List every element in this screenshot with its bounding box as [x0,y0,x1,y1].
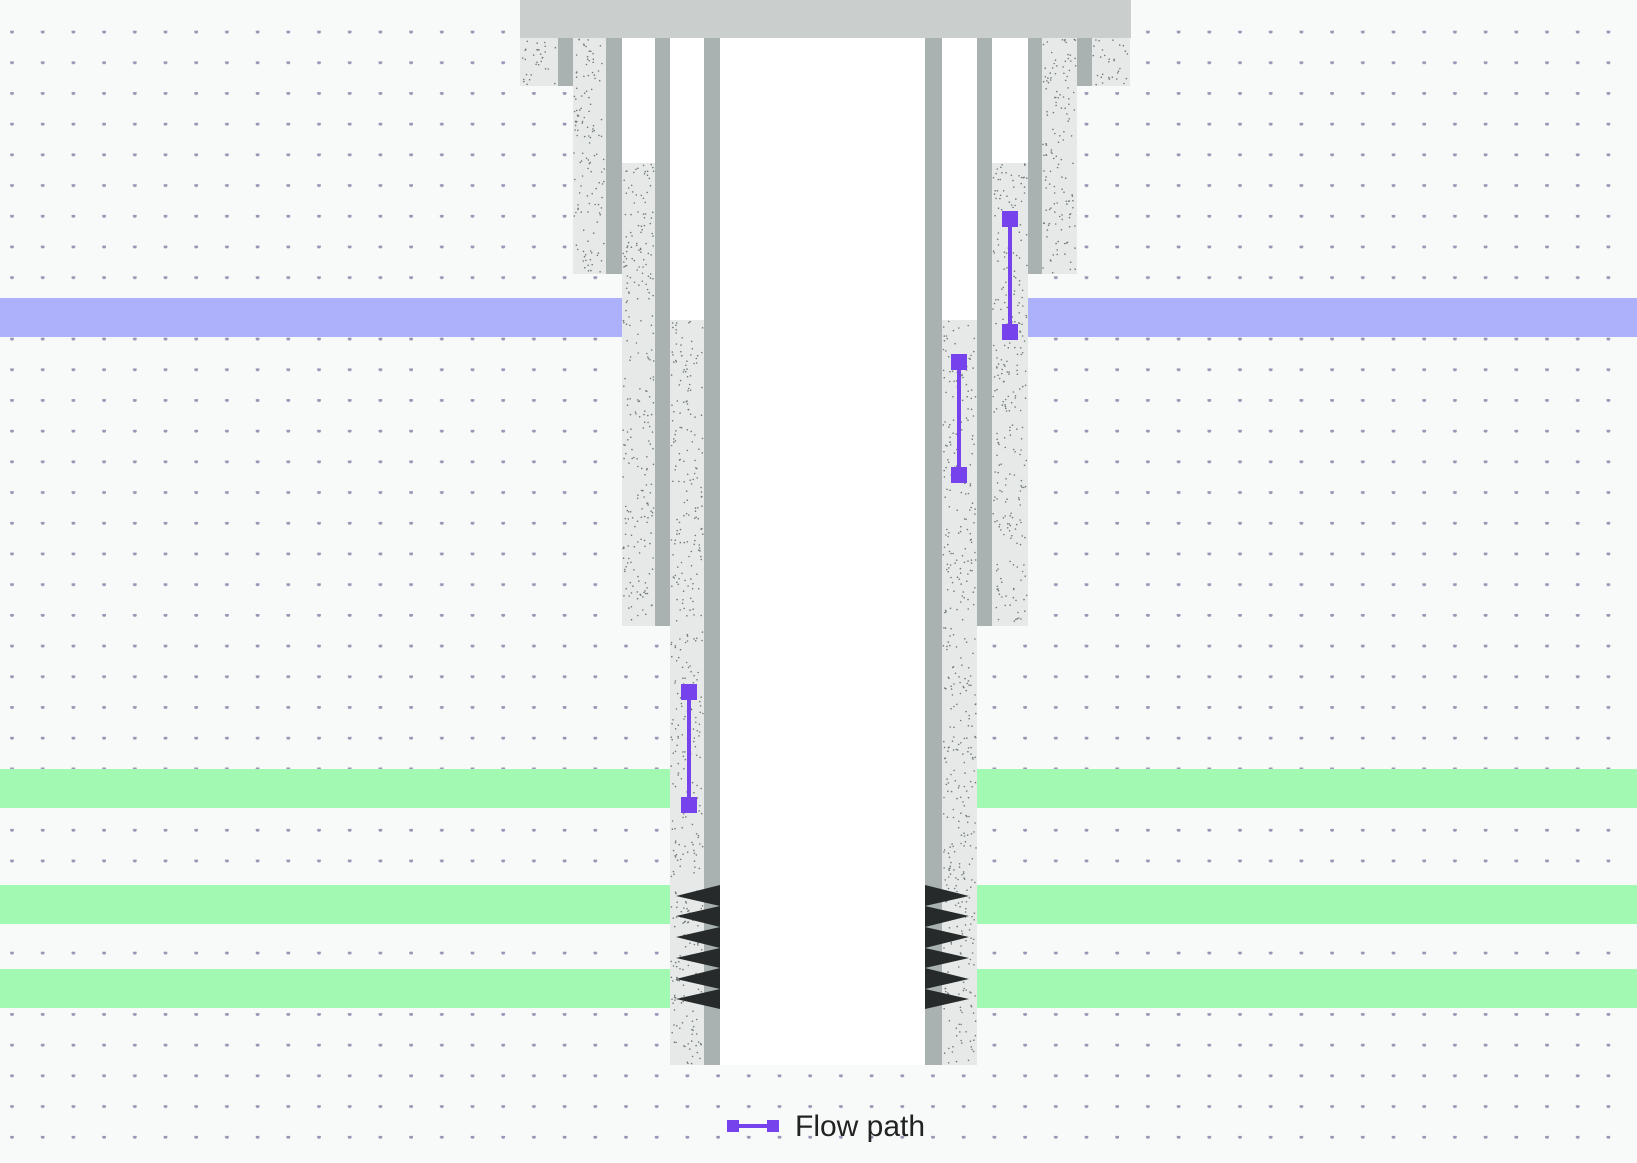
hydrocarbon-zone-layer-1 [0,769,1637,808]
production-casing [704,38,942,1065]
perforations-right [925,885,969,1009]
flow-path-cement-sheath [681,684,697,813]
water-zone-layer [0,298,1637,337]
surface-casing [606,38,1042,274]
flow-path-legend-icon [727,1120,779,1132]
perforations-left [676,885,720,1009]
flow-path-outer-annulus [1002,211,1018,340]
hydrocarbon-zone-layer-3 [0,969,1637,1008]
hydrocarbon-zone-layer-2 [0,885,1637,924]
legend: Flow path [727,1110,925,1143]
wellhead-flange [520,0,1131,38]
annular-voids [622,38,1028,320]
flow-path-legend-label: Flow path [795,1110,925,1143]
flow-path-inner-annulus [951,354,967,483]
cement-speckle-texture [521,38,1129,1065]
conductor-casing [558,38,1092,86]
intermediate-casing [655,38,992,626]
production-bore [720,38,925,1065]
